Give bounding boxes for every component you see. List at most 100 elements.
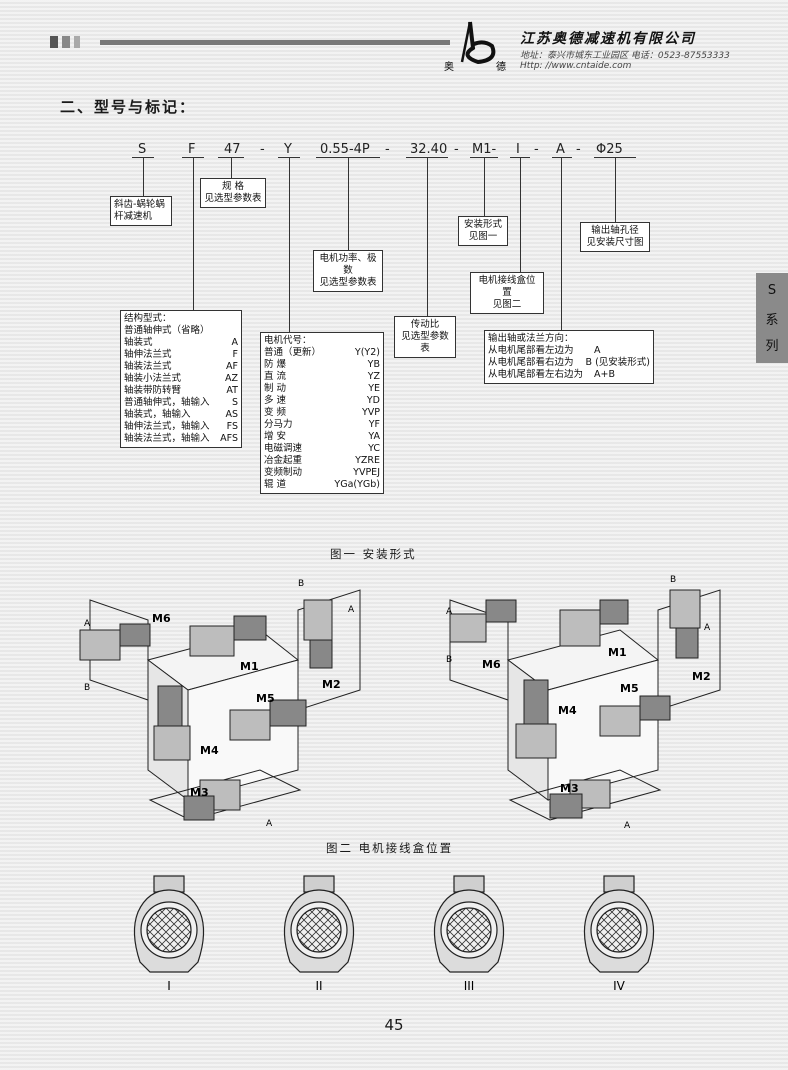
- structure-code: FS: [226, 421, 238, 432]
- position-m6-label: M6: [482, 658, 501, 671]
- motor-type: 直 流: [264, 371, 287, 382]
- structure-name: 轴装式: [124, 337, 153, 348]
- logo-char-right: 德: [496, 60, 506, 73]
- label-spec: 规 格 见选型参数表: [200, 178, 266, 208]
- series-side-tab: S 系 列: [756, 273, 788, 363]
- position-m5-label: M5: [256, 692, 275, 705]
- motor-code: YZ: [367, 371, 380, 382]
- code-sep: -: [576, 142, 581, 157]
- company-website: Http: //www.cntaide.com: [520, 61, 632, 71]
- header-decoration-bars: [50, 36, 450, 50]
- connector-line: [615, 158, 616, 222]
- structure-row: 轴伸法兰式，轴输入 FS: [124, 421, 238, 433]
- direction-text: 从电机尾部看左右边为: [488, 369, 584, 380]
- position-m1-label: M1: [240, 660, 259, 673]
- connector-line: [193, 158, 194, 310]
- label-terminal-box-line: 见图二: [492, 299, 522, 310]
- connector-line: [231, 158, 232, 178]
- code-part-box: I: [516, 142, 520, 157]
- connector-line: [484, 158, 485, 216]
- code-underline: [132, 157, 154, 158]
- motor-code-row: 直 流 YZ: [264, 371, 380, 383]
- figure1-caption: 图一 安装形式: [330, 547, 417, 561]
- terminal-box-position-3: [433, 875, 505, 973]
- label-mount-line: 安装形式: [463, 219, 502, 230]
- motor-type: 辊 道: [264, 479, 287, 490]
- label-output-shaft-line: 见安装尺寸图: [586, 237, 644, 248]
- structure-code: AZ: [224, 373, 238, 384]
- direction-code: A+B: [594, 369, 615, 380]
- motor-type: 普通（更新）: [264, 347, 322, 358]
- structure-code: AF: [226, 361, 238, 372]
- structure-code: AS: [225, 409, 238, 420]
- code-part-mount: M1-: [472, 142, 497, 157]
- code-underline: [182, 157, 204, 158]
- motor-code: YB: [367, 359, 380, 370]
- company-logo: 奥 德: [444, 21, 506, 73]
- label-spec-line: 见选型参数表: [204, 193, 262, 204]
- code-part-structure: F: [188, 142, 196, 157]
- side-tab-char: 列: [765, 339, 779, 354]
- structure-code: F: [232, 349, 238, 360]
- structure-name: 轴伸法兰式，轴输入: [124, 421, 210, 432]
- label-spec-line: 规 格: [221, 181, 245, 192]
- label-type-line: 斜齿-蜗轮蜗: [114, 199, 165, 210]
- structure-name: 轴装法兰式，轴输入: [124, 433, 210, 444]
- structure-row: 普通轴伸式（省略）: [124, 325, 238, 337]
- motor-code: YF: [368, 419, 380, 430]
- position-m2-label: M2: [692, 670, 711, 683]
- figure2-diagram: I II III IV: [133, 875, 655, 993]
- side-tab-char: 系: [765, 313, 779, 328]
- direction-text: 从电机尾部看左边为: [488, 345, 574, 356]
- motor-type: 增 安: [264, 431, 287, 442]
- structure-code: AFS: [220, 433, 238, 444]
- structure-row: 轴装式 A: [124, 337, 238, 349]
- structure-code: A: [231, 337, 239, 348]
- label-type-line: 杆减速机: [114, 211, 153, 222]
- code-sep: -: [534, 142, 539, 157]
- direction-text: 从电机尾部看右边为: [488, 357, 574, 368]
- structure-code: AT: [226, 385, 238, 396]
- code-part-power: 0.55-4P: [320, 142, 370, 157]
- structure-row: 轴装法兰式，轴输入 AFS: [124, 433, 238, 445]
- label-motor-power: 电机功率、极数 见选型参数表: [313, 250, 383, 292]
- motor-type: 多 速: [264, 395, 287, 406]
- motor-code: YVPEJ: [353, 467, 380, 478]
- position-m4-label: M4: [558, 704, 577, 717]
- position-m3-label: M3: [560, 782, 579, 795]
- label-output-shaft: 输出轴孔径 见安装尺寸图: [580, 222, 650, 252]
- structure-name: 普通轴伸式，轴输入: [124, 397, 210, 408]
- position-label-2: II: [315, 979, 322, 993]
- code-part-size: 47: [224, 142, 241, 157]
- code-underline: [218, 157, 244, 158]
- side-b-label: B: [670, 575, 676, 585]
- motor-code: YZRE: [355, 455, 380, 466]
- direction-code: A: [594, 345, 601, 356]
- label-output-shaft-line: 输出轴孔径: [591, 225, 639, 236]
- motor-type: 防 爆: [264, 359, 287, 370]
- structure-row: 轴装小法兰式 AZ: [124, 373, 238, 385]
- figure1-right-diagram: M6 M1 M2 M5 M4 M3 A B B A A: [446, 575, 721, 831]
- label-mount-line: 见图一: [468, 231, 498, 242]
- section-title: 二、型号与标记：: [60, 98, 197, 116]
- figure1-left-diagram: M6 M1 M2 M5 M4 M3 A B B A A: [79, 579, 361, 829]
- structure-name: 轴装小法兰式: [124, 373, 182, 384]
- motor-code: YE: [368, 383, 380, 394]
- code-part-motor: Y: [284, 142, 292, 157]
- motor-type: 电磁调速: [264, 443, 303, 454]
- code-sep: -: [260, 142, 265, 157]
- motor-code-row: 普通（更新）Y(Y2): [264, 347, 380, 359]
- direction-code: B (见安装形式): [585, 357, 650, 368]
- code-underline: [470, 157, 498, 158]
